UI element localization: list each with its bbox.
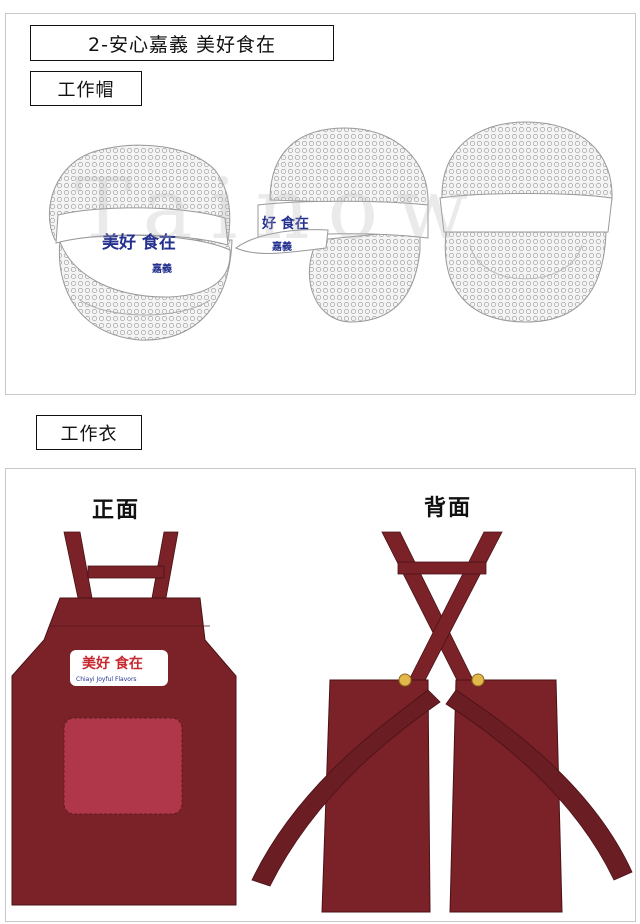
apron-logo-text: 美好 食在 — [82, 655, 143, 672]
apron-back-label: 背面 — [424, 496, 473, 521]
cap-back-view — [439, 121, 613, 323]
section-label-uniform: 工作衣 — [36, 415, 142, 450]
cap-side-slogan: 好 食在 — [261, 215, 309, 232]
apron-back — [251, 531, 633, 913]
apron-front-label: 正面 — [92, 498, 141, 523]
cap-side-view: 好 食在 嘉義 — [235, 127, 429, 323]
page-title: 2-安心嘉義 美好食在 — [30, 25, 334, 61]
apron-front: 美好 食在 Chiayi Joyful Flavors — [11, 531, 237, 906]
button-right — [471, 673, 485, 687]
cap-front-city: 嘉義 — [151, 262, 172, 275]
cap-front-slogan: 美好 食在 — [102, 232, 176, 253]
apron-logo-subtext: Chiayi Joyful Flavors — [76, 676, 137, 683]
cap-front-view: 美好 食在 嘉義 — [48, 144, 233, 341]
button-left — [398, 673, 412, 687]
section-label-cap: 工作帽 — [30, 71, 142, 106]
cap-side-city: 嘉義 — [271, 240, 292, 253]
